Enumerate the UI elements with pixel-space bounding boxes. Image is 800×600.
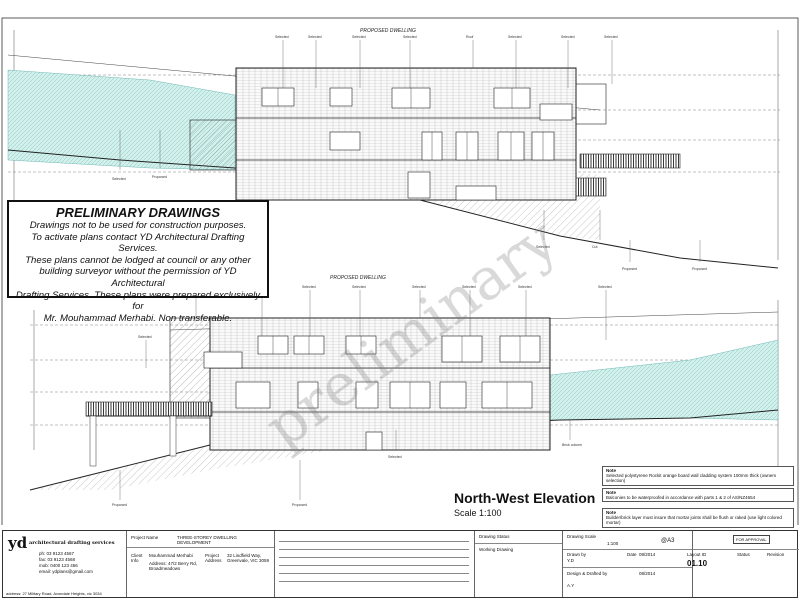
preliminary-heading: PRELIMINARY DRAWINGS bbox=[55, 205, 221, 220]
drawing-scale: 1:100 bbox=[607, 541, 619, 546]
drawing-status-panel: Drawing Status Working Drawing bbox=[475, 531, 563, 597]
svg-text:Roof: Roof bbox=[466, 35, 473, 39]
preliminary-line: These plans cannot be lodged at council … bbox=[25, 254, 251, 266]
svg-text:Selected: Selected bbox=[518, 285, 532, 289]
svg-text:Selected: Selected bbox=[536, 245, 550, 249]
drawn-by-label: Drawn by bbox=[567, 552, 587, 557]
preliminary-line: Mr. Mouhammad Merhabi. Non transferable. bbox=[43, 312, 233, 324]
client-label: Client Info bbox=[131, 553, 143, 563]
svg-text:Selected: Selected bbox=[388, 455, 402, 459]
preliminary-notice: PRELIMINARY DRAWINGS Drawings not to be … bbox=[7, 200, 269, 324]
contact-line: ph: 03 9123 4567 bbox=[39, 551, 75, 556]
preliminary-line: building surveyor without the permission… bbox=[39, 266, 237, 289]
svg-text:Selected: Selected bbox=[598, 285, 612, 289]
svg-text:Selected: Selected bbox=[112, 177, 126, 181]
drawing-scale-label: Drawing Scale bbox=[567, 534, 597, 539]
drawing-status-label: Drawing Status bbox=[479, 534, 510, 539]
project-name-label: Project Name bbox=[131, 535, 159, 540]
svg-text:Selected: Selected bbox=[275, 35, 289, 39]
svg-text:Selected: Selected bbox=[308, 35, 322, 39]
company-name: architectural drafting services bbox=[29, 540, 115, 546]
paper-size: @A3 bbox=[661, 538, 675, 544]
approval-stamp: FOR APPROVAL bbox=[733, 535, 770, 544]
svg-text:Selected: Selected bbox=[138, 335, 152, 339]
company-address: address: 27 Military Road, Avondale Heig… bbox=[6, 591, 102, 596]
upper-caption: PROPOSED DWELLING bbox=[360, 28, 416, 34]
note-cladding: Note Selected polystyrene Rockit orange … bbox=[602, 466, 794, 486]
note-balconies: Note Balconies to be waterproofed in acc… bbox=[602, 488, 794, 503]
svg-text:Selected: Selected bbox=[462, 285, 476, 289]
svg-text:Selected: Selected bbox=[352, 285, 366, 289]
date-design: 08/2014 bbox=[639, 571, 656, 576]
svg-text:Proposed: Proposed bbox=[622, 267, 637, 271]
svg-text:Selected: Selected bbox=[403, 35, 417, 39]
contact-line: fax: 03 9123 4568 bbox=[39, 557, 76, 562]
drawing-info-panel: Drawing Scale 1:100 @A3 Drawn by Y.D Dat… bbox=[563, 531, 693, 597]
svg-text:Brick column: Brick column bbox=[562, 443, 582, 447]
note-text: Selected polystyrene Rockit orange board… bbox=[606, 473, 777, 484]
general-notes-panel bbox=[275, 531, 475, 597]
svg-text:Proposed: Proposed bbox=[692, 267, 707, 271]
lower-caption: PROPOSED DWELLING bbox=[330, 275, 386, 281]
date-drawn: 08/2014 bbox=[639, 552, 656, 557]
designed-by: A.Y bbox=[567, 583, 575, 588]
elevation-title: North-West Elevation bbox=[454, 490, 596, 506]
svg-text:Selected: Selected bbox=[302, 285, 316, 289]
svg-text:Selected: Selected bbox=[412, 285, 426, 289]
contact-line: email: ydplans@gmail.com bbox=[39, 569, 93, 574]
client-address: Address: 47/2 Berry Rd, Broadmeadows bbox=[149, 561, 198, 571]
layout-label: Layout ID bbox=[687, 552, 707, 557]
svg-text:Selected: Selected bbox=[604, 35, 618, 39]
preliminary-line: To activate plans contact YD Architectur… bbox=[31, 231, 245, 255]
note-label: Note bbox=[606, 510, 616, 515]
svg-text:Proposed: Proposed bbox=[112, 503, 127, 507]
svg-text:Cut: Cut bbox=[592, 245, 597, 249]
note-mortar: Note Builder/brick layer must insure tha… bbox=[602, 508, 794, 528]
contact-line: mob: 0400 123 456 bbox=[39, 563, 78, 568]
project-name: THREE-STOREY DWELLING DEVELOPMENT bbox=[177, 535, 237, 545]
revision-label: Revision bbox=[767, 552, 785, 557]
note-label: Note bbox=[606, 468, 616, 473]
svg-text:Selected: Selected bbox=[508, 35, 522, 39]
preliminary-line: Drafting Services. These plans were prep… bbox=[15, 289, 261, 313]
date-label: Date bbox=[627, 552, 637, 557]
note-label: Note bbox=[606, 490, 616, 495]
note-text: Balconies to be waterproofed in accordan… bbox=[606, 495, 756, 501]
status-label: Status bbox=[737, 552, 750, 557]
note-text: Builder/brick layer must insure that mor… bbox=[606, 515, 782, 526]
project-address-label: Project Address bbox=[205, 553, 222, 563]
layout-panel: FOR APPROVAL Layout ID 01.10 Status Revi… bbox=[687, 531, 799, 597]
svg-text:Selected: Selected bbox=[352, 35, 366, 39]
elevation-scale: Scale 1:100 bbox=[454, 508, 502, 518]
design-label: Design & Drafted by bbox=[567, 571, 608, 576]
svg-text:Selected: Selected bbox=[561, 35, 575, 39]
company-panel: yd architectural drafting services ph: 0… bbox=[3, 531, 127, 597]
layout-id: 01.10 bbox=[687, 559, 708, 568]
svg-text:Proposed: Proposed bbox=[152, 175, 167, 179]
preliminary-line: Drawings not to be used for construction… bbox=[29, 220, 247, 231]
client-name: Mouhammad Merhabi bbox=[149, 553, 193, 558]
svg-text:Proposed: Proposed bbox=[292, 503, 307, 507]
project-panel: Project Name THREE-STOREY DWELLING DEVEL… bbox=[127, 531, 275, 597]
title-block: yd architectural drafting services ph: 0… bbox=[2, 530, 799, 598]
drawing-status: Working Drawing bbox=[479, 547, 514, 552]
drawn-by: Y.D bbox=[567, 558, 574, 563]
project-address: 32 Lindfield Way, Greenvale, VIC 3059 bbox=[227, 553, 270, 563]
elevation-drawing: PROPOSED DWELLING bbox=[1, 17, 799, 525]
company-logo: yd bbox=[8, 534, 28, 552]
